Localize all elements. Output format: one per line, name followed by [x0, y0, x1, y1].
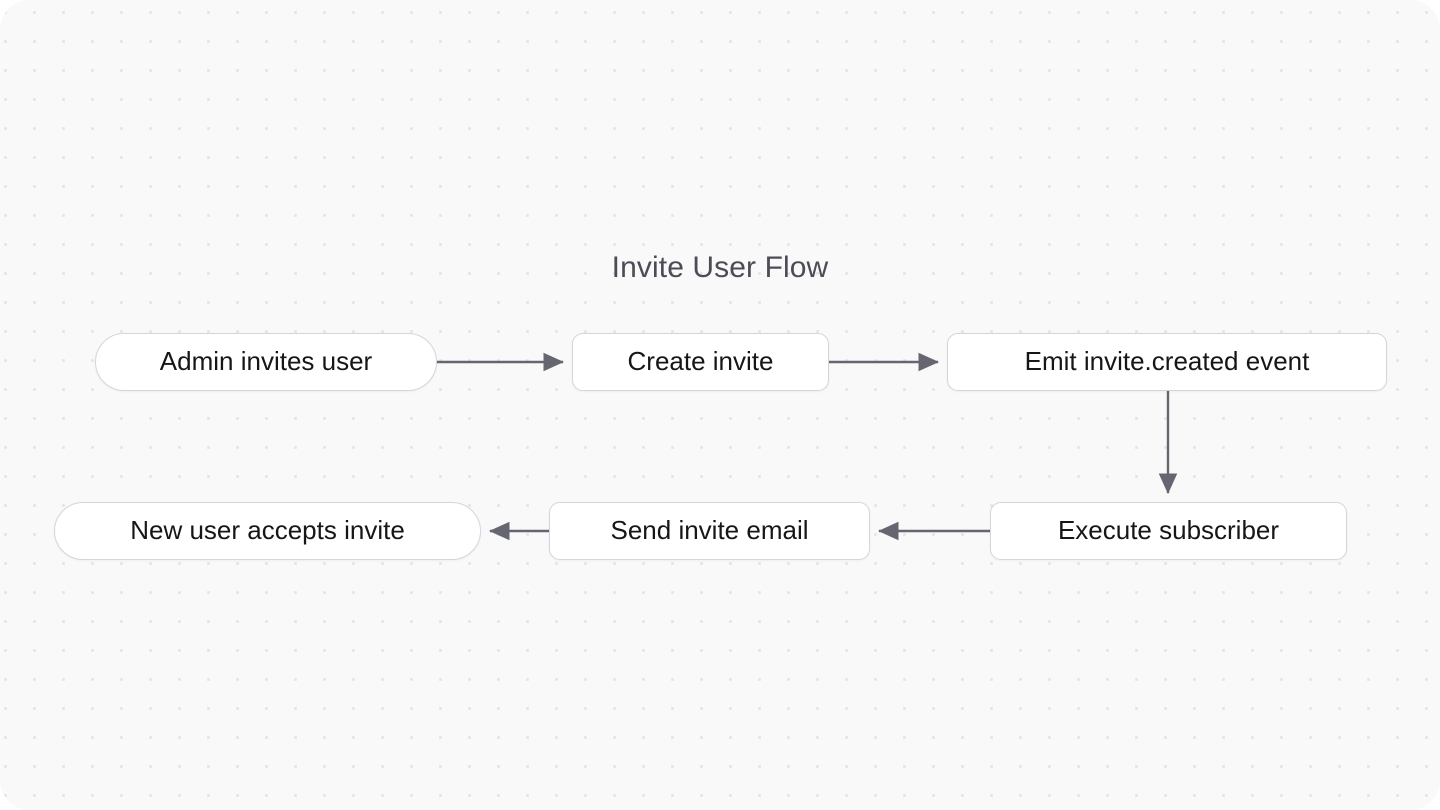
- node-label: Send invite email: [610, 515, 809, 545]
- diagram-title: Invite User Flow: [611, 251, 829, 284]
- node-label: New user accepts invite: [130, 515, 405, 545]
- node-emit-invite-created-event[interactable]: Emit invite.created event: [947, 333, 1387, 391]
- node-admin-invites-user[interactable]: Admin invites user: [95, 333, 437, 391]
- node-create-invite[interactable]: Create invite: [572, 333, 829, 391]
- node-label: Admin invites user: [159, 346, 373, 376]
- node-execute-subscriber[interactable]: Execute subscriber: [990, 502, 1347, 560]
- node-label: Execute subscriber: [1057, 515, 1280, 545]
- node-new-user-accepts-invite[interactable]: New user accepts invite: [54, 502, 481, 560]
- node-label: Emit invite.created event: [1024, 346, 1310, 376]
- node-send-invite-email[interactable]: Send invite email: [549, 502, 870, 560]
- node-label: Create invite: [627, 346, 774, 376]
